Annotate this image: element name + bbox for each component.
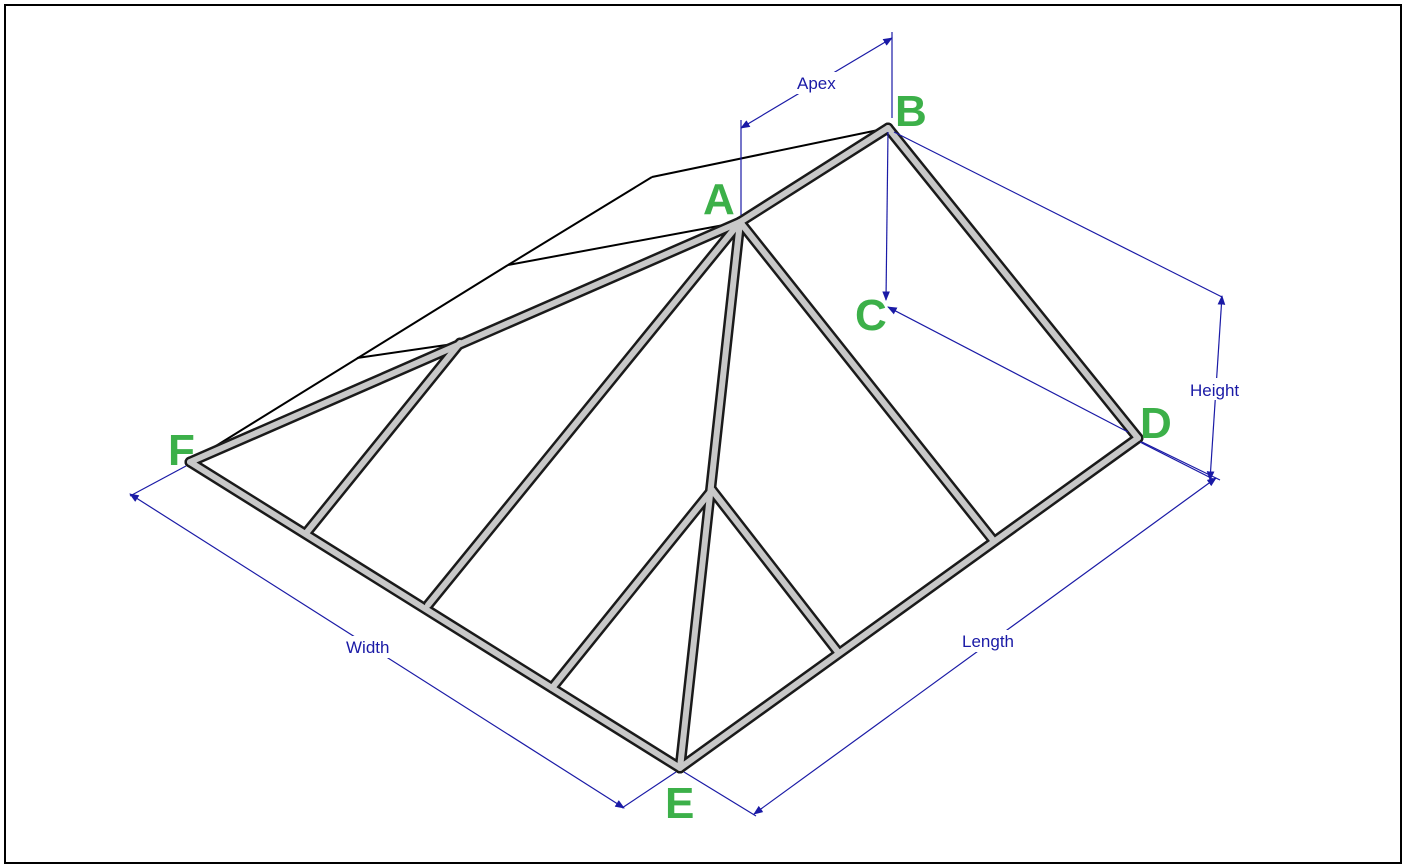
glazing-bar-back-2 — [356, 342, 461, 359]
height-extension-bottom — [1139, 441, 1216, 481]
width-label: Width — [346, 638, 389, 657]
length-extension-left — [683, 771, 757, 817]
b-c-vertical-line — [882, 131, 890, 301]
point-label-a: A — [703, 175, 735, 224]
height-label-bg — [1188, 378, 1246, 400]
apex-label: Apex — [797, 74, 836, 93]
height-label: Height — [1190, 381, 1239, 400]
point-label-b: B — [895, 87, 927, 136]
length-label-bg — [958, 630, 1022, 652]
glazing-bar-back-1 — [507, 221, 741, 266]
point-label-c: C — [855, 291, 887, 340]
point-label-f: F — [168, 426, 195, 475]
length-label: Length — [962, 632, 1014, 651]
back-slope-outline-lower — [189, 264, 509, 463]
length-extension-right — [1141, 441, 1221, 481]
structural-bars — [184, 122, 1144, 774]
width-extension-left — [129, 465, 187, 497]
dimension-labels: Apex Height Width Length — [342, 72, 1246, 658]
back-slope-outline — [507, 176, 653, 266]
point-label-e: E — [665, 779, 694, 828]
c-d-line — [887, 306, 1129, 433]
apex-label-bg — [790, 72, 840, 94]
point-label-d: D — [1140, 399, 1172, 448]
roof-outline — [189, 127, 889, 463]
ridge-outline — [651, 127, 889, 178]
width-label-bg — [342, 636, 398, 658]
point-labels: A B C D E F — [168, 87, 1172, 828]
dimension-lines — [129, 32, 1226, 817]
width-extension-right — [621, 771, 677, 809]
height-extension-top — [893, 131, 1223, 298]
